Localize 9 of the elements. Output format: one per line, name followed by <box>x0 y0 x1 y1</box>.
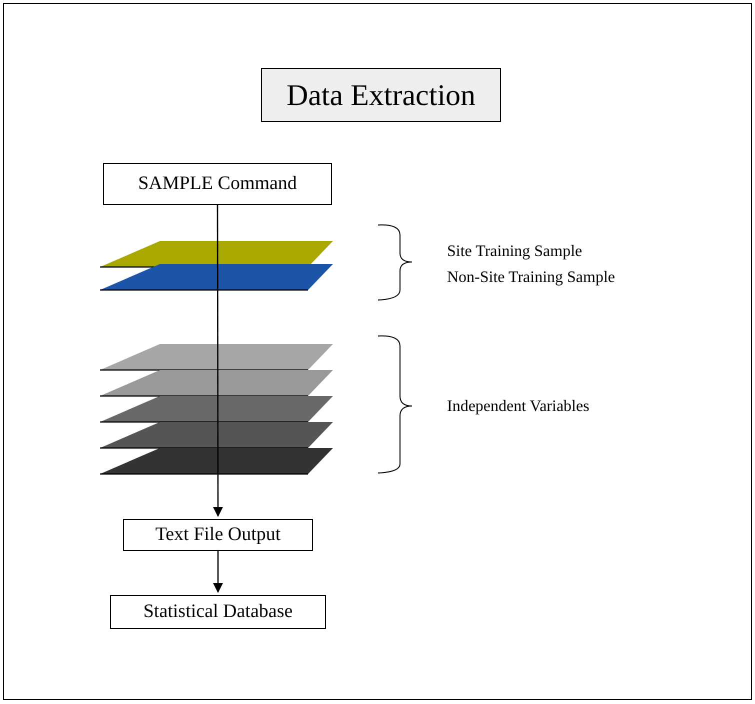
bracket-label: Independent Variables <box>447 397 590 417</box>
bracket-label: Non-Site Training Sample <box>447 268 616 288</box>
process-box: Statistical Database <box>110 595 326 629</box>
bracket-label: Site Training Sample <box>447 242 582 262</box>
arrow <box>212 205 223 517</box>
title: Data Extraction <box>261 68 501 122</box>
arrow <box>213 551 223 593</box>
process-box: Text File Output <box>123 519 313 551</box>
process-box: SAMPLE Command <box>103 163 332 205</box>
